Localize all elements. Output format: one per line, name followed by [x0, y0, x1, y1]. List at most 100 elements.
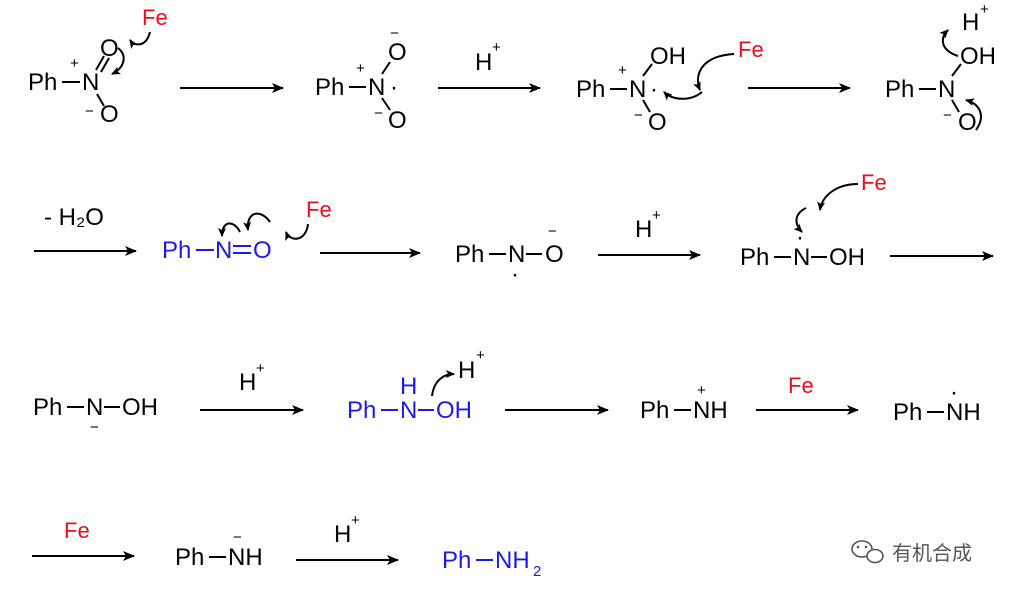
reagent-plus: + [980, 1, 989, 18]
plus-charge: + [697, 382, 706, 399]
curly-arrow [243, 212, 271, 231]
plus-charge: + [618, 62, 627, 79]
reagent-plus: + [351, 512, 360, 529]
structure-aniline: Ph NH 2 [442, 547, 541, 580]
reagent-fe: Fe [788, 373, 814, 398]
n-label: N [368, 74, 385, 101]
ph-label: Ph [740, 244, 769, 271]
watermark-text: 有机合成 [892, 542, 972, 565]
o-label: O [545, 241, 564, 268]
n-label: N [215, 237, 232, 264]
radical-dot: · [796, 224, 804, 251]
o-label: O [100, 101, 119, 128]
n-label: N [793, 244, 810, 271]
radical-dot: · [390, 74, 398, 101]
reagent-fe: Fe [64, 518, 90, 543]
minus-charge: − [233, 529, 242, 546]
curly-arrow [663, 91, 703, 101]
curly-arrow [111, 47, 125, 75]
ph-label: Ph [640, 397, 669, 424]
curly-arrow [129, 31, 151, 49]
curly-arrow [939, 29, 959, 57]
n-label: N [400, 397, 417, 424]
o-label: O [100, 35, 119, 62]
reagent-plus: + [652, 207, 661, 224]
subscript-2: 2 [533, 563, 541, 580]
ph-label: Ph [893, 399, 922, 426]
curly-arrow [817, 183, 859, 211]
minus-charge: − [634, 107, 643, 124]
fe-label: Fe [738, 37, 764, 62]
reagent-h: H [475, 49, 492, 76]
ph-label: Ph [175, 544, 204, 571]
structure-hydroxylamine-anion: Ph N − OH [33, 394, 158, 436]
ph-label: Ph [576, 76, 605, 103]
minus-charge: − [390, 25, 399, 42]
radical-dot: · [950, 379, 958, 406]
minus-charge: − [90, 419, 99, 436]
plus-charge: + [356, 60, 365, 77]
structure-n-hydroxy: Ph N OH − O H + [885, 1, 996, 136]
nh-label: NH [946, 399, 981, 426]
o-label: O [648, 109, 667, 136]
radical-dot: · [511, 261, 519, 288]
reagent-h: H [458, 357, 475, 384]
oh-label: OH [122, 394, 158, 421]
minus-charge: − [374, 105, 383, 122]
curly-arrow [431, 370, 455, 397]
minus-charge: − [548, 223, 557, 240]
nh-label: NH [693, 397, 728, 424]
ph-label: Ph [442, 547, 471, 574]
n-label: N [938, 76, 955, 103]
structure-nitroso-radical-anion: Ph N · − O [455, 223, 564, 288]
ph-label: Ph [885, 76, 914, 103]
ph-label: Ph [33, 394, 62, 421]
reagent-h: H [334, 521, 351, 548]
radical-dot: · [650, 76, 658, 103]
reagent-h: H [239, 369, 256, 396]
n-label: N [629, 76, 646, 103]
curly-arrow [218, 222, 241, 237]
structure-nitrosobenzene: Ph N O Fe [162, 197, 332, 264]
o-label: O [388, 107, 407, 134]
oh-label: OH [829, 244, 865, 271]
ph-label: Ph [162, 237, 191, 264]
plus-charge: + [70, 55, 79, 72]
n-label: N [86, 394, 103, 421]
curly-arrow [793, 207, 807, 233]
ph-label: Ph [347, 397, 376, 424]
fe-label: Fe [142, 5, 168, 30]
nh-label: NH [495, 547, 530, 574]
structure-nitrenium: Ph + NH [640, 382, 728, 424]
o-label: O [388, 39, 407, 66]
structure-aminyl-radical: Ph · NH [893, 379, 981, 426]
oh-label: OH [436, 397, 472, 424]
fe-label: Fe [861, 170, 887, 195]
ph-label: Ph [28, 69, 57, 96]
oh-label: OH [650, 43, 686, 70]
structure-anilide: Ph − NH [175, 529, 263, 571]
watermark: 有机合成 [851, 540, 972, 565]
wechat-icon [851, 540, 884, 564]
reagent-plus: + [476, 347, 485, 364]
ph-label: Ph [315, 74, 344, 101]
reagent-plus: + [256, 360, 265, 377]
reagent-h: H [635, 216, 652, 243]
structure-nitrobenzene: Ph + N O − O Fe [28, 5, 168, 128]
ph-label: Ph [455, 241, 484, 268]
curly-arrow [693, 53, 735, 91]
structure-radical-anion: Ph + N · − O − O [315, 25, 407, 134]
reagent-plus: + [492, 39, 501, 56]
curly-arrow [965, 98, 982, 131]
structure-phenylhydroxylamine: Ph N H OH H + [347, 347, 485, 424]
reagent-h: H [962, 9, 979, 36]
oh-label: OH [960, 43, 996, 70]
h-label: H [400, 373, 417, 400]
elimination-label: - H₂O [44, 204, 104, 231]
nh-label: NH [228, 544, 263, 571]
structure-aminoxyl-radical: Ph N · OH Fe [740, 170, 887, 271]
structure-hydroxy-radical: Ph + N · OH − O Fe [576, 37, 764, 136]
n-label: N [508, 241, 525, 268]
curly-arrow [285, 223, 309, 241]
